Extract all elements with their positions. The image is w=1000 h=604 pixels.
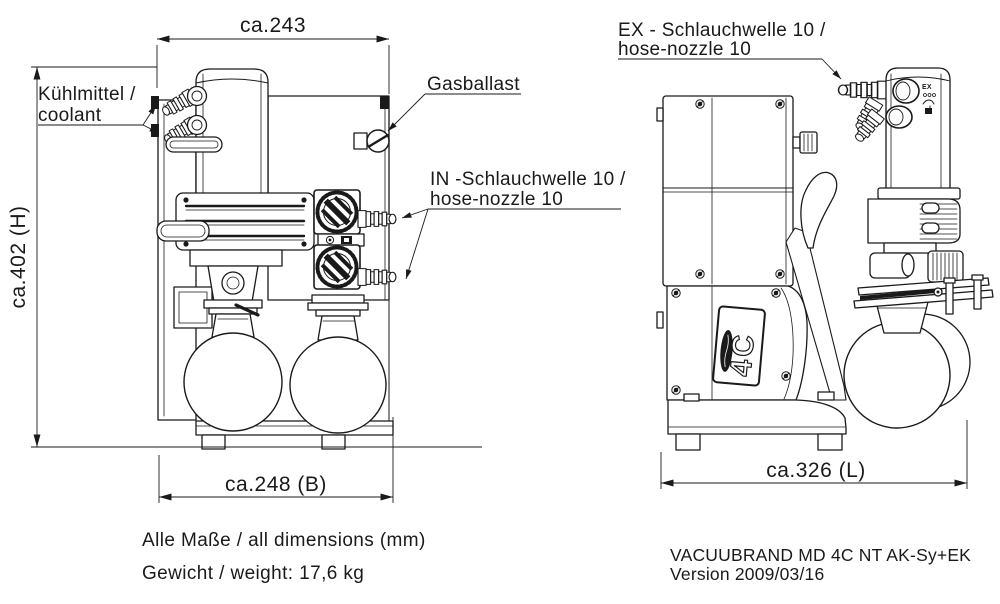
front-view [151, 68, 397, 450]
in-square-icon [925, 108, 932, 114]
callout-exhaust: EX - Schlauchwelle 10 / hose-nozzle 10 [618, 20, 842, 80]
coolant-label-de: Kühlmittel / [38, 84, 136, 105]
version-text: Version 2009/03/16 [670, 564, 824, 584]
dim-front-height: ca.402 (H) [7, 66, 482, 448]
callout-labels: Kühlmittel / coolant Gasballast IN -Schl… [38, 20, 842, 280]
dim-text-length: ca.326 (L) [766, 459, 866, 482]
in-nozzle-lower [357, 267, 397, 287]
hinge-block [380, 96, 389, 109]
inlet-label-de: IN -Schlauchwelle 10 / [430, 169, 626, 190]
footer-notes: Alle Maße / all dimensions (mm) Gewicht … [142, 530, 971, 584]
callout-inlet: IN -Schlauchwelle 10 / hose-nozzle 10 [401, 169, 626, 280]
dimensions-note: Alle Maße / all dimensions (mm) [142, 530, 426, 551]
dimension-annotations: ca.243 ca.402 (H) ca.248 (B) ca.326 (L) [7, 14, 968, 503]
badge-4c: 4C [724, 331, 761, 378]
dim-text-base-width: ca.248 (B) [225, 473, 327, 496]
type-plate: 4C [712, 305, 766, 387]
round-flask-side [843, 274, 994, 429]
dim-side-length: ca.326 (L) [660, 420, 968, 489]
flask-left [183, 332, 283, 432]
pump-block-side [867, 198, 964, 283]
pump-casting [189, 242, 359, 303]
in-port [885, 105, 913, 129]
side-view: 4C EX [656, 67, 994, 451]
side-knob [792, 131, 818, 154]
pump-head-lower [313, 244, 361, 290]
pump-head-upper [313, 189, 361, 235]
coolant-fittings [158, 85, 223, 153]
carry-handle-side [800, 171, 838, 249]
weight-note: Gewicht / weight: 17,6 kg [142, 563, 364, 584]
callout-coolant: Kühlmittel / coolant [38, 84, 160, 134]
gasballast-label: Gasballast [427, 74, 520, 95]
head-junction-panel [317, 233, 365, 247]
dim-text-width: ca.243 [240, 14, 306, 37]
port-label-ex: EX [922, 84, 932, 91]
coolant-label-en: coolant [38, 105, 102, 126]
gasballast-valve [353, 129, 390, 153]
side-housing-upper [662, 95, 794, 287]
in-nozzle-upper [357, 209, 397, 229]
model-name: VACUUBRAND MD 4C NT AK-Sy+EK [670, 545, 971, 565]
inlet-label-en: hose-nozzle 10 [430, 189, 563, 210]
port-column: EX [837, 67, 961, 200]
exhaust-label-de: EX - Schlauchwelle 10 / [618, 20, 826, 41]
carry-handle-front [156, 220, 210, 242]
dim-front-base-width: ca.248 (B) [158, 417, 394, 503]
round-flasks-front [183, 294, 387, 434]
dim-front-width: ca.243 [156, 14, 390, 94]
motor-column [195, 68, 269, 205]
callout-gasballast: Gasballast [387, 74, 521, 132]
exhaust-label-en: hose-nozzle 10 [618, 39, 751, 60]
ex-port [892, 78, 920, 104]
dim-text-height: ca.402 (H) [7, 205, 30, 308]
base-side [667, 391, 847, 451]
flask-right [289, 336, 387, 434]
